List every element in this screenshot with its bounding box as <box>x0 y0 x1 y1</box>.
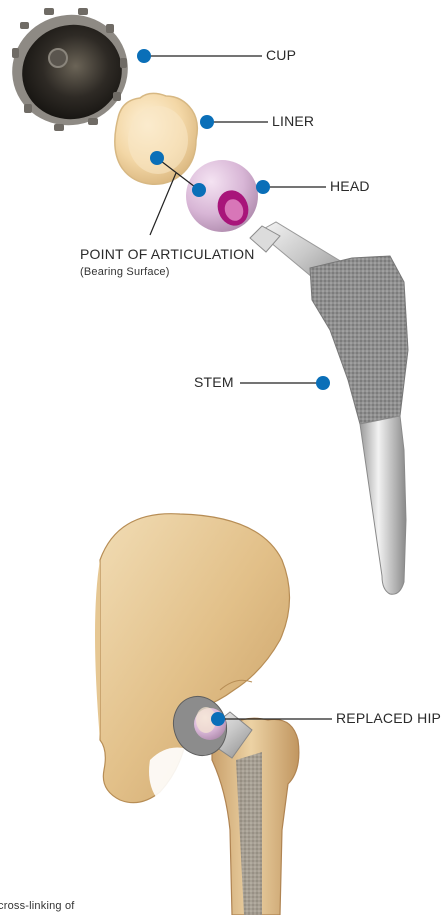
liner-dot <box>200 115 214 129</box>
stem-label: STEM <box>194 374 234 390</box>
femoral-stem-image <box>250 222 408 594</box>
liner-image <box>115 93 198 184</box>
head-label: HEAD <box>330 178 370 194</box>
replaced-hip-label: REPLACED HIP <box>336 710 441 726</box>
head-dot <box>256 180 270 194</box>
liner-label: LINER <box>272 113 314 129</box>
articulation-sublabel: (Bearing Surface) <box>80 266 170 278</box>
articulation-dot-liner <box>150 151 164 165</box>
articulation-label: POINT OF ARTICULATION <box>80 246 255 262</box>
cup-label: CUP <box>266 47 296 63</box>
stem-dot <box>316 376 330 390</box>
articulation-dot-head <box>192 183 206 197</box>
cup-dot <box>137 49 151 63</box>
replaced-hip-dot <box>211 712 225 726</box>
cutoff-text: cross-linking of <box>0 900 75 912</box>
